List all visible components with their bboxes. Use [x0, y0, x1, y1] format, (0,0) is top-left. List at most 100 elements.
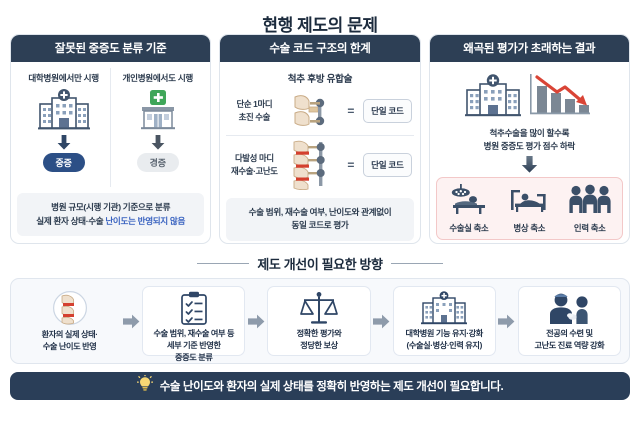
flow-step-university-hospital: 대학병원 기능 유지·강화 (수술실·병상·인력 유지): [392, 286, 496, 356]
severity-caption-university: 대학병원에서만 시행: [28, 73, 99, 83]
hospital-large-icon: [37, 87, 90, 131]
arrow-down-icon-result: [436, 155, 623, 176]
flow-label-2-line3: 중증도 분류: [175, 352, 213, 362]
panel-3-caption: 척추수술을 많이 할수록 병원 중증도 평가 점수 하락: [436, 125, 623, 155]
flow-arrow-3-icon: [373, 286, 391, 356]
code-label-simple-line1: 단순 1마디: [236, 99, 273, 110]
equals-sign-complex: =: [347, 158, 355, 172]
flow-label-3-line2: 정당한 보상: [300, 340, 338, 350]
panel-1-note-line2-pre: 실제 환자 상태·수술: [36, 215, 106, 226]
flow-label-1-line2: 수술 난이도 반영: [42, 341, 97, 351]
result-label-operating-room: 수술실 축소: [449, 222, 489, 233]
footer-banner: 수술 난이도와 환자의 실제 상태를 정확히 반영하는 제도 개선이 필요합니다…: [10, 372, 630, 400]
page-title: 현행 제도의 문제: [262, 16, 378, 35]
status-badge-severe: 중증: [42, 153, 85, 172]
flow-label-5-line1: 전공의 수련 및: [546, 329, 593, 338]
code-label-simple-line2: 초진 수술: [238, 112, 271, 122]
flow-label-2-line1: 수술 범위, 재수술 여부 등: [153, 329, 235, 338]
panel-surgery-code-limits: 수술 코드 구조의 한계 척추 후방 유합술 단순 1마디 초진 수술: [219, 34, 421, 244]
doctors-icon: [545, 291, 593, 325]
spine-single-level-icon: [287, 91, 339, 131]
arrow-down-icon-mild: [151, 134, 165, 150]
code-row-complex: 다발성 마디 재수술·고난도: [226, 135, 414, 192]
spine-multi-level-icon: [287, 140, 339, 190]
flow-label-4-line1: 대학병원 기능 유지·강화: [405, 329, 484, 338]
hospital-building-icon: [421, 291, 468, 325]
result-item-operating-room: 수술실 축소: [439, 183, 499, 234]
panel-2-note: 수술 범위, 재수술 여부, 난이도와 관계없이 동일 코드로 평가: [226, 198, 414, 241]
code-label-complex: 다발성 마디 재수술·고난도: [228, 152, 280, 177]
scales-icon: [300, 291, 338, 325]
panel-1-note-line2: 실제 환자 상태·수술 난이도는 반영되지 않음: [21, 215, 200, 228]
flow-step-resident-training: 전공의 수련 및 고난도 진료 역량 강화: [517, 286, 622, 356]
result-item-beds: 병상 축소: [499, 184, 559, 234]
code-label-complex-line2: 재수술·고난도: [231, 166, 278, 176]
panel-1-header: 잘못된 중증도 분류 기준: [11, 35, 211, 62]
result-label-beds: 병상 축소: [513, 222, 546, 233]
panel-2-note-line1: 수술 범위, 재수술 여부, 난이도와 관계없이: [248, 207, 392, 217]
improvement-flow: 환자의 실제 상태· 수술 난이도 반영: [10, 278, 630, 364]
heading-rule-right: [390, 263, 443, 264]
flow-arrow-1-icon: [122, 286, 140, 356]
status-badge-mild: 경증: [136, 153, 179, 172]
section-heading: 제도 개선이 필요한 방향: [10, 254, 630, 278]
code-label-simple: 단순 1마디 초진 수술: [228, 98, 280, 123]
footer-text: 수술 난이도와 환자의 실제 상태를 정확히 반영하는 제도 개선이 필요합니다…: [159, 381, 504, 393]
panel-3-icon-row: [436, 68, 623, 125]
severity-columns: 대학병원에서만 시행: [17, 68, 204, 188]
flow-step-fair-compensation: 정확한 평가와 정당한 보상: [267, 286, 371, 356]
staff-people-icon: [566, 184, 614, 219]
panel-2-header: 수술 코드 구조의 한계: [220, 35, 420, 62]
code-chip-simple: 단일 코드: [363, 99, 412, 123]
code-label-complex-line1: 다발성 마디: [234, 153, 274, 164]
improvement-direction-section: 제도 개선이 필요한 방향 환자의 실제 상태· 수술: [0, 244, 640, 364]
panel-3-caption-line1: 척추수술을 많이 할수록: [489, 128, 570, 138]
flow-step-detailed-criteria: 수술 범위, 재수술 여부 등 세부 기준 반영한 중증도 분류: [142, 286, 246, 362]
panel-distorted-evaluation: 왜곡된 평가가 초래하는 결과: [428, 34, 630, 244]
spine-circle-icon: [49, 290, 91, 326]
flow-label-university-hospital: 대학병원 기능 유지·강화 (수술실·병상·인력 유지): [405, 328, 484, 352]
panel-2-body: 척추 후방 유합술 단순 1마디 초진 수술: [220, 62, 419, 243]
declining-bar-chart-icon: [529, 72, 593, 123]
operating-room-icon: [447, 183, 491, 219]
flow-label-5-line2: 고난도 진료 역량 강화: [534, 340, 605, 350]
flow-label-1-line1: 환자의 실제 상태·: [41, 330, 98, 339]
hospital-building-icon-p3: [465, 73, 522, 122]
panel-1-note-line1: 병원 규모(시행 기관) 기준으로 분류: [51, 202, 171, 213]
panel-3-body: 척추수술을 많이 할수록 병원 중증도 평가 점수 하락: [430, 62, 629, 243]
equals-sign-simple: =: [347, 104, 355, 118]
panel-2-note-line2: 동일 코드로 평가: [291, 220, 349, 231]
flow-label-3-line1: 정확한 평가와: [296, 329, 342, 338]
clinic-small-icon: [133, 87, 183, 131]
panel-2-subtitle: 척추 후방 유합술: [287, 74, 353, 85]
panel-1-note-highlight: 난이도는 반영되지 않음: [105, 215, 186, 226]
flow-label-resident-training: 전공의 수련 및 고난도 진료 역량 강화: [535, 328, 605, 352]
heading-rule-left: [197, 263, 250, 264]
flow-arrow-2-icon: [247, 286, 265, 356]
lightbulb-icon: [136, 373, 154, 398]
flow-arrow-4-icon: [498, 286, 516, 356]
panel-3-caption-line2: 병원 중증도 평가 점수 하락: [483, 141, 576, 152]
code-row-simple: 단순 1마디 초진 수술: [226, 89, 413, 133]
severity-caption-clinic: 개인병원에서도 시행: [122, 73, 194, 83]
reduction-results-box: 수술실 축소: [435, 176, 623, 240]
top-panel-row: 잘못된 중증도 분류 기준 대학병원에서만 시행: [0, 34, 640, 244]
arrow-down-icon-severe: [57, 134, 71, 150]
panel-3-header: 왜곡된 평가가 초래하는 결과: [429, 35, 629, 62]
severity-column-university: 대학병원에서만 시행: [17, 68, 112, 188]
hospital-bed-icon: [507, 184, 551, 219]
result-label-staff: 인력 축소: [573, 222, 606, 233]
panel-1-note: 병원 규모(시행 기관) 기준으로 분류 실제 환자 상태·수술 난이도는 반영…: [17, 193, 205, 236]
flow-label-patient-condition: 환자의 실제 상태· 수술 난이도 반영: [42, 329, 98, 353]
flow-label-4-line2: (수술실·병상·인력 유지): [406, 340, 483, 350]
checklist-icon: [178, 291, 210, 325]
flow-label-2-line2: 세부 기준 반영한: [166, 340, 221, 350]
severity-column-clinic: 개인병원에서도 시행: [111, 68, 204, 187]
panel-severity-classification: 잘못된 중증도 분류 기준 대학병원에서만 시행: [10, 34, 212, 244]
section-heading-text: 제도 개선이 필요한 방향: [257, 257, 383, 272]
code-chip-complex: 단일 코드: [363, 153, 412, 177]
flow-step-patient-condition: 환자의 실제 상태· 수술 난이도 반영: [19, 286, 120, 356]
flow-label-detailed-criteria: 수술 범위, 재수술 여부 등 세부 기준 반영한 중증도 분류: [153, 328, 234, 364]
flow-label-fair-compensation: 정확한 평가와 정당한 보상: [297, 328, 342, 352]
